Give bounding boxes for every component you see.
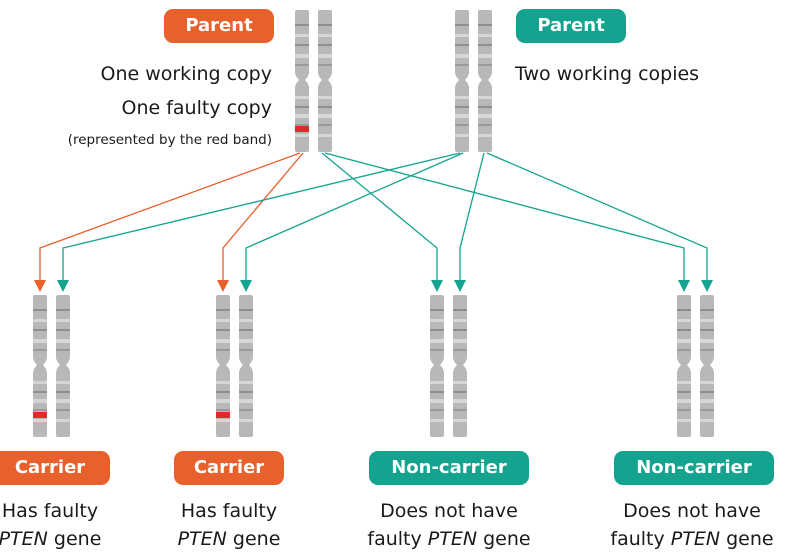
child-3-chromosomes: [430, 295, 467, 437]
parent-b-badge: Parent: [516, 9, 626, 43]
parent-a-chromosomes: [295, 10, 332, 152]
child-3-line1: Does not have: [380, 500, 518, 522]
parent-b-chromosomes: [455, 10, 492, 152]
child-3-line2: faulty PTEN gene: [367, 528, 531, 550]
orange-arrows: [39, 152, 304, 282]
faulty-gene-band: [295, 126, 309, 132]
parent-a-badge: Parent: [164, 9, 274, 43]
parent-a-line2: One faulty copy: [121, 97, 273, 119]
child-2-chromosomes: [216, 295, 253, 437]
child-2-line1: Has faulty: [180, 500, 278, 522]
child-4-badge: Non-carrier: [614, 451, 774, 485]
child-1-line2: PTEN gene: [0, 528, 102, 550]
child-3-badge: Non-carrier: [369, 451, 529, 485]
child-2-line2: PTEN gene: [177, 528, 281, 550]
child-4-line1: Does not have: [623, 500, 761, 522]
child-1-badge: Carrier: [0, 451, 110, 485]
parent-b-line1: Two working copies: [515, 63, 700, 85]
child-2-badge: Carrier: [174, 451, 284, 485]
parent-a-line1: One working copy: [100, 63, 272, 85]
parent-a-note: (represented by the red band): [67, 132, 272, 148]
child-4-line2: faulty PTEN gene: [610, 528, 774, 550]
child-4-chromosomes: [677, 295, 714, 437]
teal-arrows: [62, 152, 708, 282]
child-1-line1: Has faulty: [1, 500, 99, 522]
child-1-chromosomes: [33, 295, 70, 437]
